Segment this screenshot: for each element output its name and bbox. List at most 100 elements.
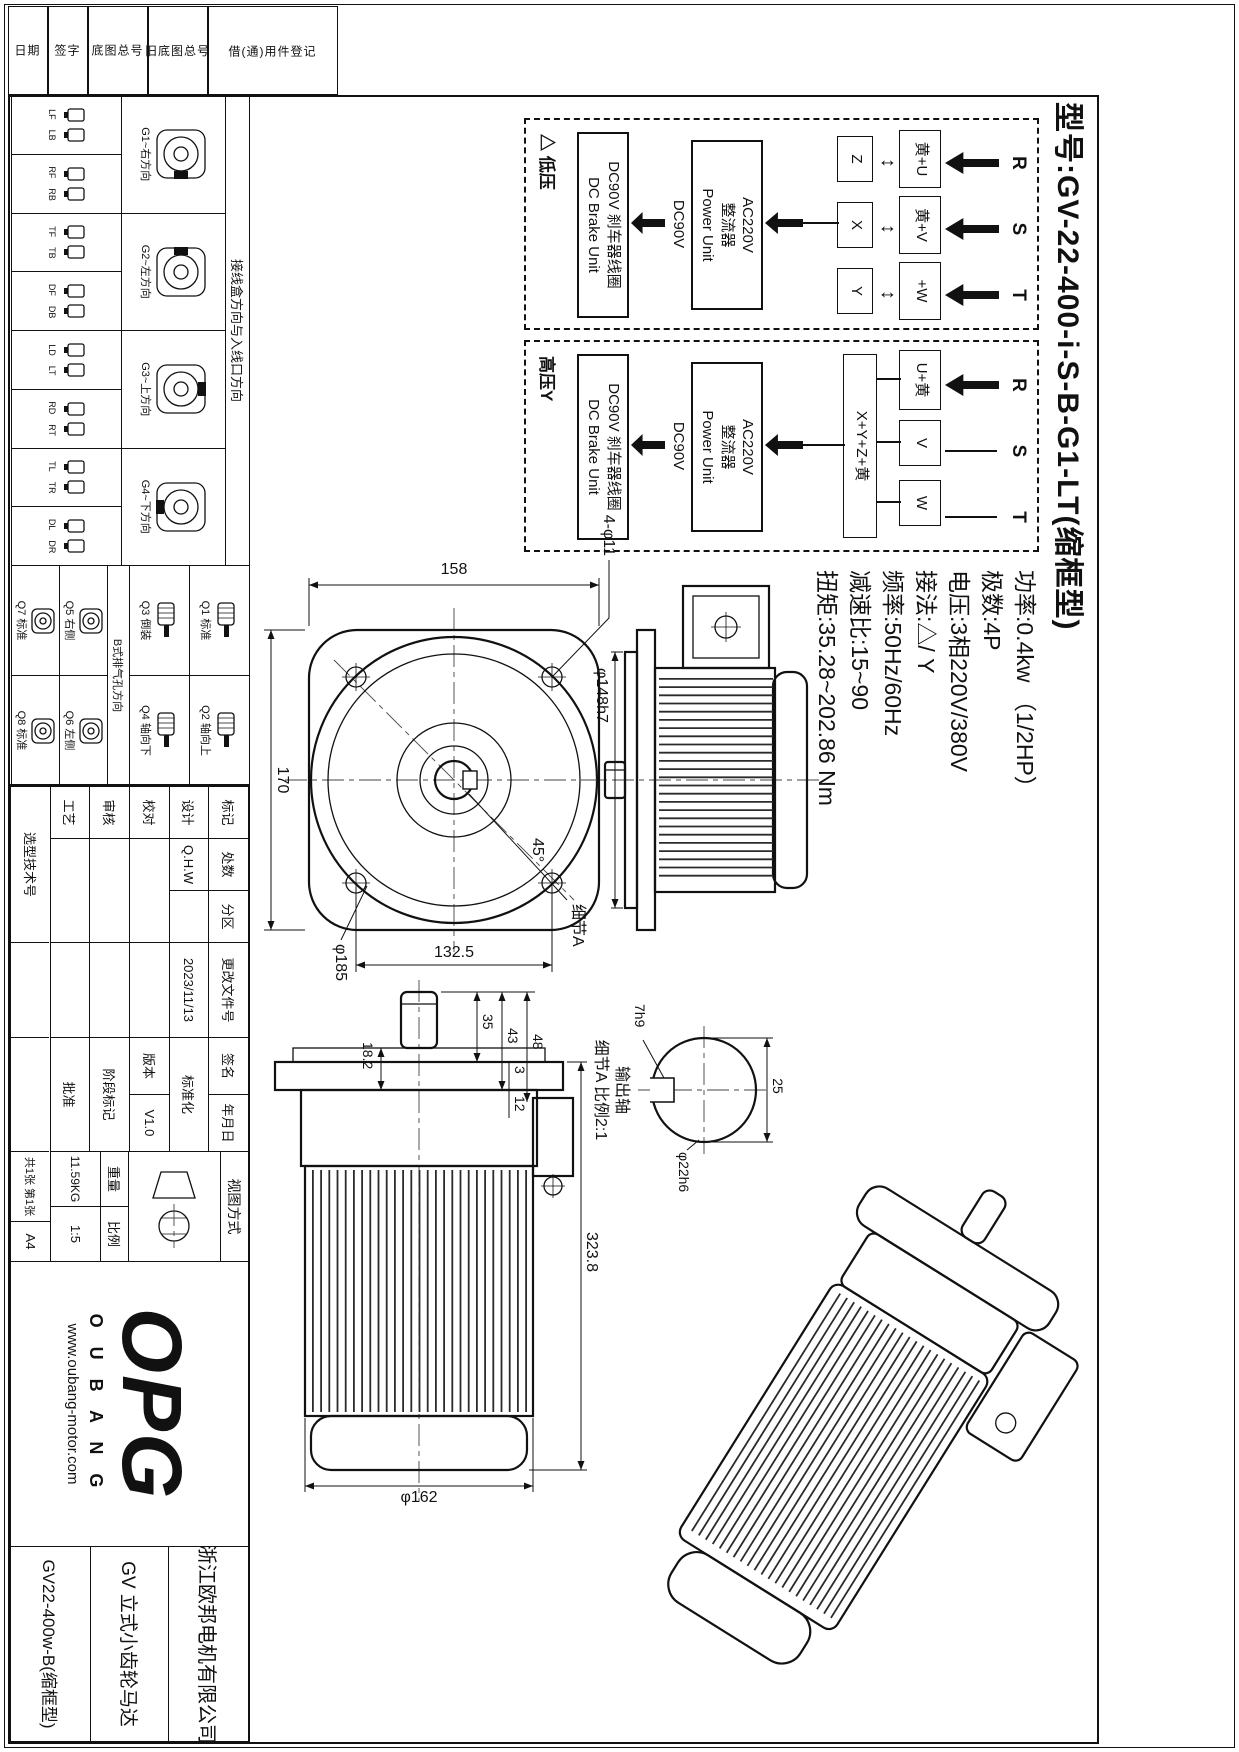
company-logo: OPG O U B A N G www.oubang-motor.com <box>10 1262 248 1547</box>
product-name: GV 立式小齿轮马达 <box>90 1547 168 1742</box>
gland-cross <box>711 612 741 642</box>
title-block: 标记 处数 分区 更改文件号 签名 年月日 设计 Q.H.W 2023/11/1… <box>8 785 250 1744</box>
gland-cross <box>541 1174 565 1198</box>
process-label: 工艺 <box>49 787 90 839</box>
motor-side-icon <box>217 601 236 637</box>
website-url: www.oubang-motor.com <box>64 1323 82 1485</box>
selection-no-label: 选型技术号 <box>10 787 50 943</box>
rev-header: 分区 <box>208 891 248 943</box>
mini-motor-icon <box>64 480 85 495</box>
dim-bolt: 4-φ11 <box>600 515 617 556</box>
dim-148h7: φ148h7 <box>593 668 610 723</box>
leader-shaft <box>686 1139 700 1151</box>
front-view: 170 158 132.5 4-φ11 φ185 45° 细节A <box>264 515 617 981</box>
mini-motor-icon <box>64 128 85 142</box>
orientation-cell-g4: G4~下方向 <box>121 448 225 566</box>
dim-162: φ162 <box>400 1489 437 1506</box>
hub-circle <box>419 745 489 815</box>
empty-cell <box>10 1038 50 1152</box>
empty-cell <box>49 943 90 1038</box>
flange-outline <box>307 628 601 932</box>
dim-angle: 45° <box>529 838 546 862</box>
mini-motor-icon <box>64 186 85 201</box>
scale-label: 比例 <box>100 1207 128 1262</box>
orientation-cell-q6: Q6 左侧 <box>59 676 107 786</box>
isometric-view <box>667 1185 1079 1665</box>
mini-motor-icon <box>64 539 85 553</box>
rev-header: 标记 <box>208 787 248 839</box>
motor-face-icon <box>156 364 207 414</box>
dim-25: 25 <box>770 1078 786 1094</box>
motor-face-small-icon <box>31 717 56 744</box>
rev-header: 处数 <box>208 839 248 891</box>
dim-48: 48 <box>530 1034 546 1050</box>
rev-header: 签名 <box>208 1038 248 1095</box>
orientation-cell-q3: Q3 倒装 <box>129 566 189 676</box>
sheet-count: 共1张 第1张 <box>10 1152 50 1222</box>
empty-cell <box>128 943 169 1038</box>
leader-key <box>642 1039 665 1079</box>
mini-motor-icon <box>64 108 85 122</box>
mini-motor-icon <box>64 284 85 298</box>
rev-header: 年月日 <box>208 1095 248 1152</box>
audit-label: 审核 <box>89 787 129 839</box>
standardization-label: 标准化 <box>168 1038 209 1152</box>
dim-len: 323.8 <box>583 1232 600 1272</box>
mini-motor-icon <box>64 401 85 416</box>
design-label: 设计 <box>168 787 209 839</box>
leader-detail <box>468 793 568 901</box>
leader-bolt <box>551 560 610 678</box>
empty-cell <box>10 943 50 1038</box>
dim-132: 132.5 <box>434 944 474 961</box>
dim-170: 170 <box>274 767 291 794</box>
keyway-slot <box>650 1077 675 1103</box>
mini-motor-icon <box>64 519 85 533</box>
iso-fins <box>689 1291 981 1619</box>
centerlines <box>281 608 603 952</box>
iso-gland-icon <box>995 1412 1017 1434</box>
approve-label: 批准 <box>49 1038 90 1152</box>
dim-18: 18.2 <box>360 1042 376 1069</box>
stage-label: 阶段标记 <box>89 1038 129 1152</box>
rear-cap <box>309 1414 529 1472</box>
orientation-cell-g1: G1~右方向 <box>121 96 225 214</box>
dim-22h6: φ22h6 <box>676 1152 692 1192</box>
orientation-cell-q4: Q4 轴向下 <box>129 676 189 786</box>
orientation-cell-q7: Q7 标准 <box>11 566 59 676</box>
iso-flange <box>855 1185 1060 1332</box>
drawing-number: GV22-400w-B(缩框型) <box>10 1547 90 1742</box>
motor-face-icon <box>156 129 207 180</box>
mini-motor-icon <box>64 225 85 240</box>
logo-text: OPG <box>105 1307 200 1501</box>
dim-158: 158 <box>441 561 468 578</box>
mini-motor-icon <box>64 460 85 475</box>
spigot-circle <box>327 653 581 907</box>
motor-face-icon <box>156 482 207 532</box>
rev-header: 更改文件号 <box>208 943 248 1038</box>
end-cap <box>771 670 809 890</box>
ext-lines <box>708 1037 773 1143</box>
paper-size: A4 <box>10 1222 50 1262</box>
terminal-box <box>531 1096 575 1178</box>
iso-gearbox <box>840 1232 1019 1375</box>
dim-35: 35 <box>480 1014 496 1030</box>
dim-7h9: 7h9 <box>632 1004 648 1028</box>
leader-flange <box>340 885 368 941</box>
weight-value: 11.59KG <box>50 1152 100 1207</box>
detail-a-view: 25 φ22h6 7h9 输出轴 细节A 比例2:1 <box>592 1004 786 1192</box>
empty-cell <box>49 839 90 943</box>
boss-circle <box>396 722 512 838</box>
side-view: 35 43 48 3 12 18.2 323.8 φ162 <box>273 980 600 1506</box>
terminal-box-lid <box>692 595 760 659</box>
dim-12: 12 <box>512 1096 528 1112</box>
detail-ref-label: 细节A <box>569 904 587 947</box>
